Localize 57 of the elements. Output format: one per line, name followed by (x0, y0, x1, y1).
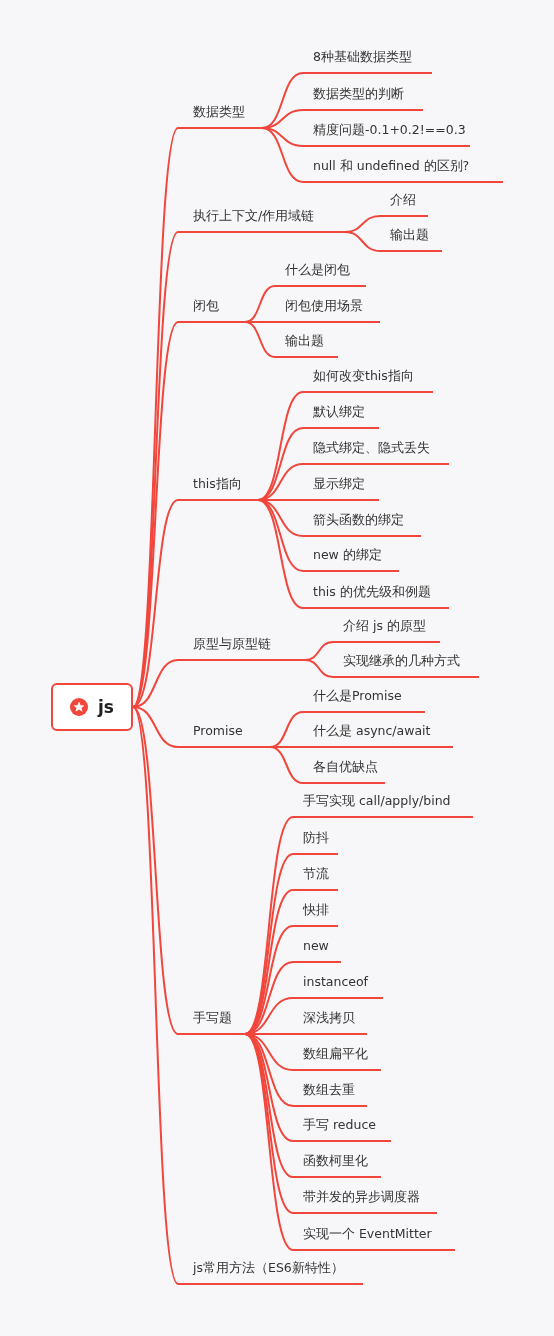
subtopic-branch: 输出题 (275, 333, 338, 358)
branch-connector (304, 659, 334, 678)
subtopic-branch: 什么是闭包 (275, 262, 366, 287)
branch-connector (344, 231, 381, 252)
branch-connector (132, 706, 179, 1285)
branch-connector (244, 1033, 294, 1251)
subtopic-branch: 什么是 async/await (303, 723, 453, 748)
subtopic-branch: 函数柯里化 (293, 1153, 381, 1178)
topic-branch: Promise (178, 723, 270, 748)
subtopic-branch: 什么是Promise (303, 688, 425, 713)
subtopic-branch: 数组扁平化 (293, 1046, 381, 1071)
branch-connector (257, 499, 304, 609)
branch-connector (244, 1033, 294, 1178)
subtopic-branch: 实现继承的几种方式 (333, 653, 479, 678)
branch-connector (244, 889, 294, 1035)
subtopic-branch: 输出题 (380, 227, 442, 252)
subtopic-branch: 介绍 js 的原型 (333, 618, 440, 643)
subtopic-branch: 各自优缺点 (303, 759, 385, 784)
topic-branch: 闭包 (178, 298, 245, 323)
topic-branch: 数据类型 (178, 104, 262, 129)
subtopic-branch: 数组去重 (293, 1082, 367, 1107)
branch-connector (132, 706, 179, 1035)
subtopic-branch: new 的绑定 (303, 547, 399, 572)
subtopic-branch: instanceof (293, 974, 383, 999)
subtopic-branch: null 和 undefined 的区别? (303, 158, 503, 183)
subtopic-branch: 8种基础数据类型 (303, 49, 432, 74)
topic-branch: 原型与原型链 (178, 636, 305, 661)
branch-connector (269, 746, 304, 784)
branch-connector (257, 499, 304, 572)
topic-branch: 手写题 (178, 1010, 245, 1035)
topic-branch: js常用方法（ES6新特性） (178, 1260, 363, 1285)
subtopic-branch: 带并发的异步调度器 (293, 1189, 437, 1214)
subtopic-branch: 介绍 (380, 192, 428, 217)
subtopic-branch: 如何改变this指向 (303, 368, 433, 393)
subtopic-branch: 手写实现 call/apply/bind (293, 793, 473, 818)
subtopic-branch: this 的优先级和例题 (303, 584, 449, 609)
subtopic-branch: 闭包使用场景 (275, 298, 380, 323)
subtopic-branch: 快排 (293, 902, 338, 927)
topic-branch: 执行上下文/作用域链 (178, 208, 345, 233)
subtopic-branch: 手写 reduce (293, 1117, 391, 1142)
subtopic-branch: 显示绑定 (303, 476, 379, 501)
subtopic-branch: new (293, 938, 341, 963)
subtopic-branch: 深浅拷贝 (293, 1010, 367, 1035)
subtopic-branch: 防抖 (293, 830, 338, 855)
root-label: js (98, 697, 114, 717)
subtopic-branch: 精度问题-0.1+0.2!==0.3 (303, 122, 470, 147)
root-node (51, 683, 133, 731)
subtopic-branch: 数据类型的判断 (303, 86, 423, 111)
topic-branch: this指向 (178, 476, 258, 501)
subtopic-branch: 箭头函数的绑定 (303, 512, 421, 537)
subtopic-branch: 默认绑定 (303, 404, 379, 429)
branch-connector (257, 391, 304, 501)
subtopic-branch: 节流 (293, 866, 338, 891)
branch-connector (244, 321, 276, 358)
branch-connector (261, 127, 304, 183)
subtopic-branch: 隐式绑定、隐式丢失 (303, 440, 449, 465)
subtopic-branch: 实现一个 EventMitter (293, 1226, 455, 1251)
